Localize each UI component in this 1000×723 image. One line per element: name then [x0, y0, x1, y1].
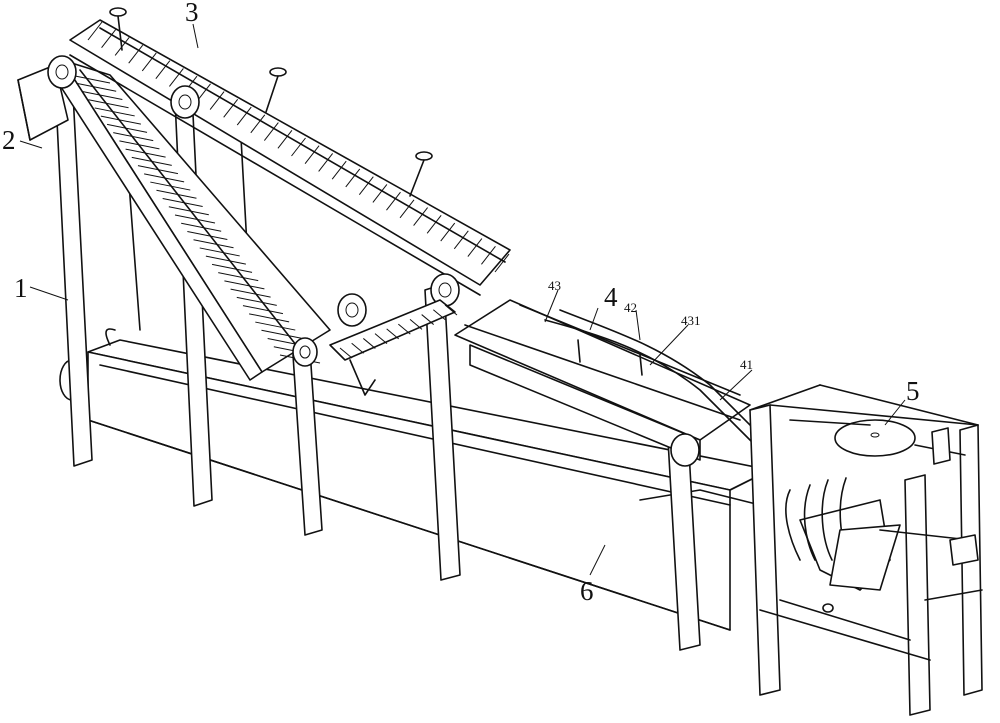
cutting-unit — [749, 384, 983, 716]
conveyor-slat — [218, 272, 259, 282]
conveyor-slat — [199, 247, 240, 257]
conveyor-slat — [304, 145, 320, 165]
conveyor-slat — [88, 99, 129, 109]
label-flume: 4 — [604, 282, 618, 312]
conveyor-slat — [144, 173, 185, 183]
conveyor-slat — [137, 165, 179, 175]
conveyor-slat — [76, 82, 117, 92]
conveyor-slat — [236, 106, 252, 126]
conveyor-slat — [291, 137, 306, 157]
conveyor-slat — [433, 309, 446, 321]
leader-lines — [19, 23, 906, 576]
conveyor-slat — [263, 122, 279, 141]
label-41: 41 — [740, 357, 753, 372]
conveyor-slat — [467, 238, 483, 257]
tensioner-knobs — [109, 7, 433, 197]
conveyor-slat — [230, 288, 271, 298]
conveyor-slat — [453, 230, 469, 250]
conveyor-slat — [94, 107, 135, 117]
conveyor-slat — [128, 44, 144, 64]
conveyor-slat — [261, 329, 302, 339]
conveyor-slat — [181, 222, 222, 232]
conveyor-slat — [255, 321, 296, 331]
label-hopper: 2 — [2, 125, 16, 155]
conveyor-slat — [409, 318, 423, 330]
conveyor-slat — [174, 214, 216, 224]
conveyor-slat — [374, 333, 388, 345]
conveyor-slat — [224, 280, 265, 290]
conveyor-slat — [168, 206, 209, 216]
conveyor-slat — [386, 191, 401, 211]
conveyor-slat — [351, 342, 364, 354]
conveyor-slat — [345, 168, 361, 188]
conveyor-slat — [155, 60, 171, 79]
conveyor-slat — [100, 115, 141, 125]
conveyor-slat — [358, 176, 374, 195]
label-42: 42 — [624, 300, 637, 315]
conveyor-slat — [444, 304, 458, 316]
conveyor-slat — [82, 90, 123, 100]
flume-chute — [454, 299, 771, 467]
conveyor-slat — [87, 21, 103, 41]
conveyor-slat — [413, 207, 428, 226]
label-frame: 1 — [14, 273, 28, 303]
conveyor-slat — [481, 245, 496, 265]
label-top-conveyor: 3 — [185, 0, 199, 27]
transfer-conveyor — [329, 299, 458, 396]
conveyor-slat — [150, 181, 191, 191]
top-conveyor — [47, 7, 511, 367]
label-431: 431 — [681, 313, 701, 328]
conveyor-slat — [113, 132, 154, 142]
conveyor-slat — [223, 99, 239, 118]
label-cutting-unit: 5 — [906, 376, 920, 406]
inclined-conveyor — [49, 59, 331, 381]
part-labels: 1 2 3 4 5 6 41 42 43 431 — [2, 0, 920, 606]
conveyor-slat — [331, 160, 347, 180]
conveyor-slat — [440, 222, 456, 242]
conveyor-slat — [69, 74, 111, 84]
conveyor-slat — [205, 255, 246, 265]
conveyor-slat — [236, 296, 277, 306]
conveyor-slat — [211, 263, 253, 273]
conveyor-slat — [318, 153, 334, 172]
conveyor-slat — [106, 123, 148, 133]
conveyor-slat — [125, 148, 166, 158]
conveyor-slat — [209, 91, 225, 110]
pulley-rollers — [47, 55, 460, 367]
conveyor-slat — [250, 114, 266, 134]
conveyor-slat — [277, 129, 293, 149]
conveyor-slat — [242, 305, 284, 315]
label-base-trough: 6 — [580, 576, 594, 606]
conveyor-slat — [187, 230, 228, 240]
conveyor-slat — [249, 313, 290, 323]
conveyor-slat — [169, 68, 184, 87]
conveyor-slat — [494, 253, 510, 273]
label-43: 43 — [548, 278, 561, 293]
conveyor-slat — [386, 328, 399, 340]
conveyor-slat — [162, 198, 203, 208]
conveyor-slat — [421, 314, 434, 325]
conveyor-slat — [156, 189, 197, 199]
conveyor-slat — [399, 199, 415, 219]
conveyor-slat — [119, 140, 160, 150]
conveyor-slat — [193, 239, 234, 249]
conveyor-slat — [363, 338, 376, 349]
conveyor-slat — [398, 323, 411, 335]
conveyor-slat — [131, 156, 172, 166]
conveyor-slat — [372, 184, 388, 203]
conveyor-slat — [426, 215, 442, 234]
conveyor-slat — [101, 29, 116, 49]
conveyor-slat — [141, 52, 157, 72]
conveyor-slat — [339, 347, 353, 359]
